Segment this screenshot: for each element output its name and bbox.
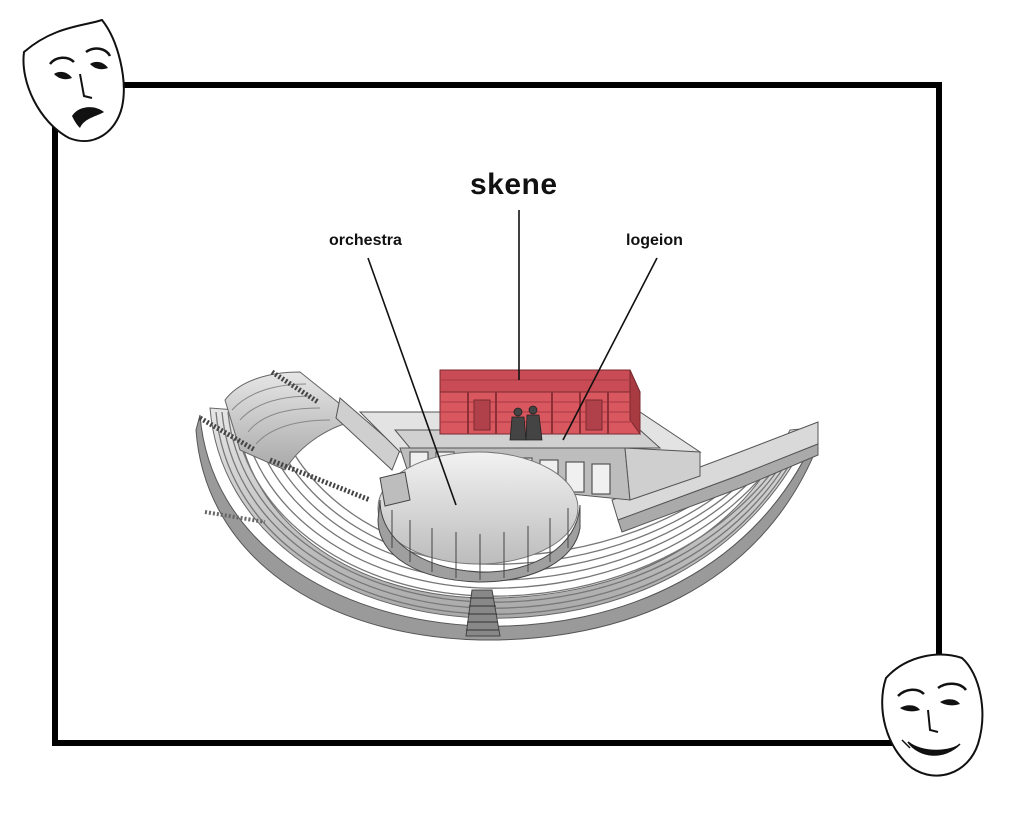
skene-building xyxy=(439,369,641,441)
orchestra-leader-line xyxy=(367,257,457,506)
orchestra-label: orchestra xyxy=(329,232,402,249)
tragedy-mask-icon xyxy=(22,18,125,142)
logeion-label: logeion xyxy=(626,232,683,249)
logeion-leader-line xyxy=(562,257,658,441)
orchestra-floor xyxy=(377,451,581,583)
comedy-mask-icon xyxy=(881,653,984,777)
leader-lines xyxy=(367,210,658,506)
picture-frame xyxy=(52,82,942,746)
skene-label: skene xyxy=(470,168,558,201)
